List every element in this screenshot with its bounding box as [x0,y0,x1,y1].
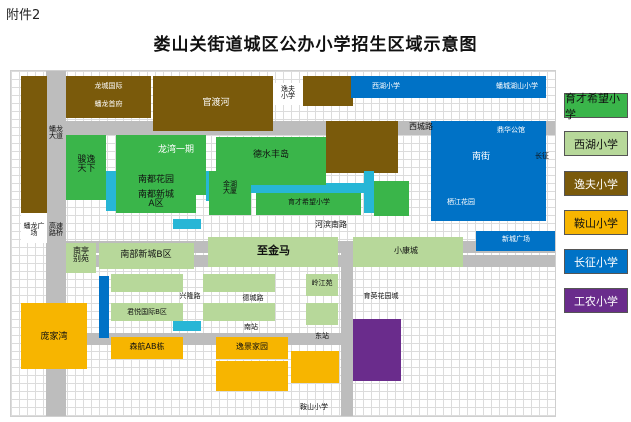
label-jinlu: 金湖 大厦 [223,180,237,196]
label-mingyuan: 蟠城湖山小学 [496,82,538,90]
school-district-map: 蟠龙大道 蟠龙广场 龙城国际 蟠龙首府 官渡河 逸夫 小学 西城路 西湖小学 蟠… [10,70,556,417]
legend-label: 逸夫小学 [574,177,618,191]
zone-brown-river-south [326,121,398,173]
label-guandu-river: 官渡河 [202,98,230,108]
legend-label: 西湖小学 [574,137,618,151]
label-xinfu: 栖江花园 [447,198,475,206]
zone-nandu-a [116,171,196,213]
label-longcheng: 龙城国际 [94,82,123,90]
label-xiaokang: 小康城 [394,246,418,255]
page-title: 娄山关街道城区公办小学招生区域示意图 [153,35,478,55]
zone-brown-mid [303,76,353,106]
zone-junyi [66,135,106,200]
label-nandu-a: 南都新城 A区 [137,190,174,210]
label-nanting: 南亭 别苑 [73,246,89,264]
cyan-strip-4 [364,171,374,213]
zone-blue-strip [99,276,109,338]
attachment-label: 附件2 [6,8,41,23]
zone-green-east [374,181,409,216]
zone-yuyuan [216,337,288,359]
label-nanjie: 南街 [471,152,490,162]
cyan-lake [173,219,201,229]
label-nanhua: 南都花园 [137,175,174,185]
label-yuyuan: 逸景家园 [236,342,268,351]
label-lujin: 德水丰岛 [252,150,289,160]
legend-label: 鞍山小学 [574,216,618,230]
zone-zhijinma [208,237,338,267]
label-yuecai: 兴隆路 [179,292,201,300]
zone-xingyi [256,193,361,215]
zone-senhang [111,337,183,359]
zone-orange-3 [216,361,288,391]
zone-longcheng [66,76,151,118]
zone-nanjie [431,121,546,221]
label-hebin-road: 河滨南路 [315,220,347,229]
zone-changzheng-top [486,76,546,98]
legend-label: 长征小学 [574,255,618,269]
label-xingyi: 育才希望小学 [288,198,330,206]
legend-label: 工农小学 [574,294,618,308]
label-huancheng: 高速 路桥 [49,222,63,238]
legend-item-xihu: 西湖小学 [564,131,628,156]
label-dingxin: 鼎华公馆 [497,126,525,134]
label-gongnong: 育英花园城 [363,292,399,300]
zone-b3 [111,303,183,321]
label-anshan-school: 鞍山小学 [300,403,328,411]
legend-item-anshan: 鞍山小学 [564,210,628,235]
zone-pangjiawan [21,303,87,369]
label-zhijinma: 至金马 [257,244,290,257]
label-panlong-avenue: 蟠龙大道 [49,125,63,141]
label-guandu: 蟠龙首府 [94,100,123,108]
zone-nanting [66,243,96,273]
zone-yuejiang [306,274,338,296]
label-panlong-plaza: 蟠龙广场 [23,222,45,238]
legend-label: 育才希望小学 [565,91,620,121]
label-yueyuan: 君悦国际B区 [127,308,167,316]
label-pangjiawan: 庞家湾 [40,332,68,342]
zone-guandu-river [153,76,273,131]
zone-xihu-top [351,76,486,98]
legend-item-changzheng: 长征小学 [564,249,628,274]
label-nandu-b: 南部新城B区 [120,250,172,260]
zone-xiaokang [353,237,463,267]
label-nanzhan: 南站 [244,323,258,331]
label-yifu: 逸夫 小学 [281,85,295,101]
cyan-lake-2 [173,321,201,331]
label-senhang: 森航AB栋 [129,342,165,351]
label-shenghuo: 新城广场 [502,235,530,243]
cyan-strip-3 [251,183,386,193]
legend-item-yucai: 育才希望小学 [564,92,628,121]
label-dubai: 德城路 [242,294,264,302]
zone-jinlu [209,171,251,215]
zone-gongnong [353,319,401,381]
label-yuejiang: 岭江苑 [311,279,333,287]
road-vertical-east [341,253,353,416]
label-xicheng-road: 西城路 [409,122,433,131]
label-changzheng: 长征 [535,152,549,160]
legend-item-gongnong: 工农小学 [564,288,628,313]
zone-b1 [111,274,183,292]
label-dongzhan: 东站 [315,332,329,340]
label-junyi: 骏逸 天下 [77,155,96,175]
zone-panlong-west [21,76,47,213]
legend-item-yifu: 逸夫小学 [564,171,628,196]
cyan-strip-1 [106,171,116,211]
zone-b2 [203,274,275,292]
panlong-plaza [21,213,47,243]
zone-b5 [306,303,338,325]
label-longwan: 龙湾一期 [157,145,194,155]
label-xihu-school: 西湖小学 [372,82,400,90]
zone-blue-east [476,231,555,251]
zone-nandu-b [99,243,194,269]
zone-b4 [203,303,275,321]
yifu-school-box [273,83,303,105]
zone-anshan-school [291,351,339,383]
